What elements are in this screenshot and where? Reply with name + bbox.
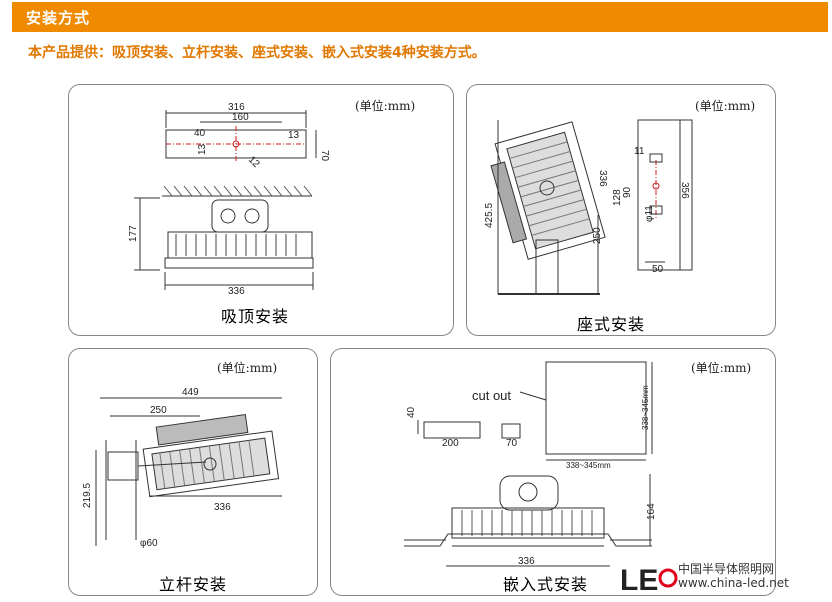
base-plate	[637, 119, 693, 271]
dim-embed-200: 200	[442, 438, 459, 449]
dim-pole-250: 250	[150, 405, 167, 416]
cutout-square	[545, 361, 647, 455]
dim-ceiling-336: 336	[228, 286, 245, 297]
dim-ceiling-316: 316	[228, 102, 245, 113]
dim-ceiling-13b: 13	[288, 130, 300, 141]
logo-url: www.china-led.net	[678, 576, 789, 590]
unit-label: (单位:mm)	[695, 99, 756, 113]
cutout-label: cut out	[472, 388, 511, 403]
caption-ceiling: 吸顶安装	[221, 307, 290, 326]
dim-pole-phi60: φ60	[140, 538, 158, 549]
dim-ceiling-160: 160	[232, 112, 249, 123]
dim-ceiling-70: 70	[319, 150, 330, 162]
dim-embed-cut-w: 338~345mm	[566, 461, 611, 470]
dim-embed-40: 40	[406, 406, 417, 418]
dim-seat-356: 356	[679, 182, 690, 199]
panel-embedded-mount: (单位:mm) 嵌入式安装	[330, 348, 776, 596]
dim-ceiling-40: 40	[194, 128, 206, 139]
lamp-body-embedded	[451, 507, 605, 539]
dim-ceiling-13a: 13	[197, 143, 208, 155]
bracket-side	[423, 421, 481, 439]
intro-text: 本产品提供：吸顶安装、立杆安装、座式安装、嵌入式安装4种安装方式。	[28, 45, 486, 61]
dim-ceiling-177: 177	[128, 225, 139, 242]
caption-pole: 立杆安装	[159, 575, 228, 594]
dim-embed-164: 164	[646, 503, 657, 520]
site-logo: LE 中国半导体照明网 www.china-led.net	[620, 560, 830, 597]
dim-embed-336: 336	[518, 556, 535, 567]
unit-label: (单位:mm)	[217, 361, 278, 375]
dim-seat-128: 128	[612, 189, 623, 206]
dim-seat-50: 50	[652, 264, 664, 275]
panel-ceiling-mount: (单位:mm) 吸顶安装	[68, 84, 454, 336]
dim-seat-425: 425.5	[484, 203, 495, 228]
dim-embed-70: 70	[506, 438, 518, 449]
dim-seat-phi11: φ11	[644, 205, 655, 222]
logo-name: 中国半导体照明网	[678, 562, 775, 576]
caption-seat: 座式安装	[577, 315, 646, 334]
led-logo-icon: LE	[620, 564, 678, 597]
section-title: 安装方式	[26, 9, 91, 27]
dim-seat-11: 11	[634, 146, 645, 157]
dim-embed-cut-h: 338~345mm	[641, 385, 650, 430]
caption-embedded: 嵌入式安装	[503, 575, 589, 594]
unit-label: (单位:mm)	[355, 99, 416, 113]
dim-seat-90: 90	[622, 186, 633, 198]
section-header: 安装方式	[12, 2, 828, 32]
dim-seat-336: 336	[597, 170, 608, 187]
dim-pole-219: 219.5	[82, 483, 93, 508]
dim-seat-250: 250	[592, 227, 603, 244]
dim-pole-336: 336	[214, 502, 231, 513]
svg-text:LE: LE	[620, 564, 658, 597]
dim-pole-449: 449	[182, 387, 199, 398]
lamp-body-pole	[142, 430, 280, 498]
unit-label: (单位:mm)	[691, 361, 752, 375]
